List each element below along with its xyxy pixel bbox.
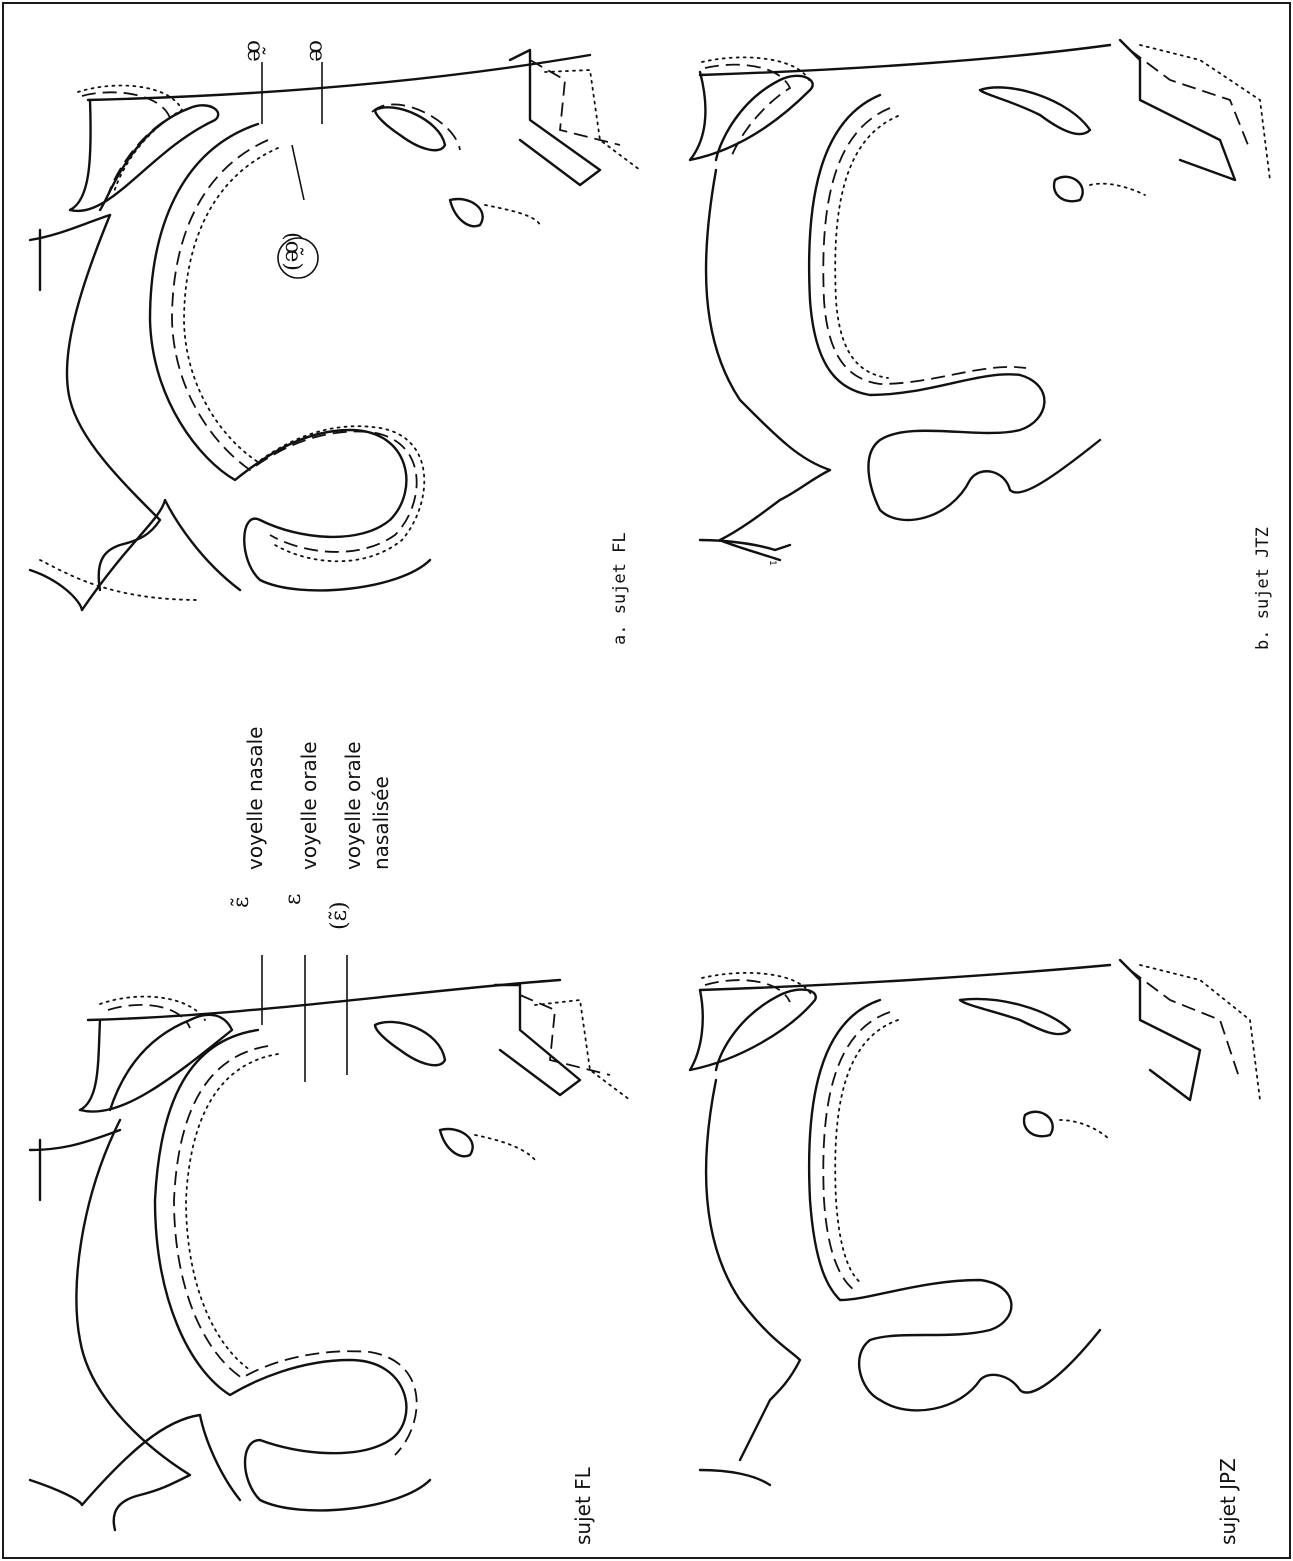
panel-d-caption: sujet JPZ [1216,1458,1240,1545]
panel-a-symbol-oral: œ [304,40,329,62]
panel-a-symbol-nasalized: (œ̃) [280,232,305,271]
legend-nasalized-label-2: nasalisée [369,776,393,870]
panel-a-pharynx-wall [67,215,160,590]
legend-nasal-label: voyelle nasale [243,727,267,870]
panel-a-tracing [30,50,640,610]
panel-c-caption: sujet FL [571,1466,595,1545]
panel-c-tracing [30,980,630,1530]
panel-a-caption: a. sujet FL [610,532,630,645]
legend-nasalized-label-1: voyelle orale [341,741,365,870]
panel-c-palate-line [88,980,560,1020]
legend-nasal-symbol: ε̃ [229,897,254,908]
panel-b-tongue [809,95,1100,520]
panel-d-palate-line [700,965,1110,990]
legend-oral-symbol: ε [281,894,306,905]
legend-nasalized-symbol: (ε̃) [327,901,352,930]
panel-a-symbol-nasal: œ̃ [242,40,267,62]
panel-c-tongue [155,1030,430,1510]
svg-text:1: 1 [767,560,777,566]
legend-oral-label: voyelle orale [297,741,321,870]
panel-a-tongue [150,124,430,590]
panel-d-pharynx-wall [706,1080,800,1460]
legend [262,955,347,1082]
panel-c-pharynx-wall [76,1120,190,1530]
panel-d-tracing [690,960,1260,1485]
panel-b-palate-line [700,45,1110,75]
panel-b-tracing [690,40,1270,560]
panel-b-caption: b. sujet JTZ [1253,527,1273,650]
panel-a-upper-lip [70,100,218,211]
